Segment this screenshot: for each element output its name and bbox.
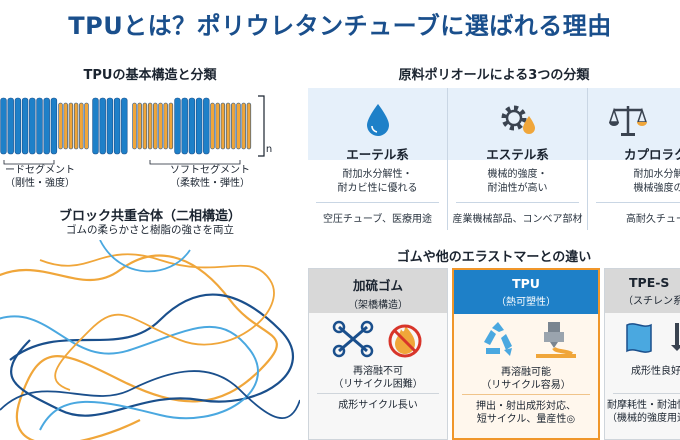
block-copolymer-subtitle: ゴムの柔らかさと樹脂の強さを両立 <box>66 224 234 236</box>
hard-segment-bar <box>195 97 203 155</box>
soft-segment-bar <box>225 102 231 150</box>
raw-col-ester: エステル系 機械的強度・耐油性が高い 産業機械部品、コンベア部材 <box>448 88 588 230</box>
hard-segment-bar <box>14 97 22 155</box>
soft-segment-bar <box>236 102 241 150</box>
raw-material-table: エーテル系 耐加水分解性・耐カビ性に優れる 空圧チューブ、医療用途 エステル系 … <box>308 88 680 230</box>
hard-segment-bar <box>99 97 106 155</box>
soft-segment-bar <box>215 102 220 150</box>
soft-segment-bar <box>158 102 163 150</box>
hard-segment-bar <box>29 97 36 155</box>
block-copolymer-heading: ブロック共重合体（二相構造） <box>58 209 241 224</box>
soft-segment-bar <box>168 102 174 150</box>
hard-segment-bar <box>203 97 210 155</box>
repeat-n-label: n <box>265 144 273 155</box>
page-title: TPUとは？ポリウレタンチューブに選ばれる理由 <box>68 12 612 40</box>
hard-segment-bar <box>92 97 99 155</box>
compare-col-tpes: TPE-S（スチレン系 成形性良好 耐摩耗性・耐油性は（機械的強度用途は <box>604 268 680 440</box>
soft-segment-bar <box>210 102 215 150</box>
gear-oil-icon <box>501 105 535 134</box>
hard-segment-bar <box>174 97 181 155</box>
soft-segment-bar <box>231 102 236 150</box>
soft-segment-bar <box>246 102 252 150</box>
soft-segment-bar <box>63 102 68 150</box>
soft-segment-bar <box>241 102 246 150</box>
hard-segment-bar <box>36 97 43 155</box>
hard-segment-label: ードセグメント（剛性・強度） <box>5 165 75 189</box>
soft-segment-bar <box>58 102 63 150</box>
sheet-material-icon <box>626 323 652 353</box>
structure-heading: TPUの基本構造と分類 <box>83 68 217 83</box>
hard-segment-bar <box>106 97 114 155</box>
hard-segment-bar <box>21 97 29 155</box>
segment-brace <box>3 160 55 165</box>
repeat-bracket <box>258 95 265 157</box>
hard-segment-bar <box>188 97 196 155</box>
segment-chain-diagram <box>0 95 265 165</box>
hard-segment-bar <box>0 97 7 155</box>
soft-segment-bar <box>142 102 148 150</box>
recycle-icon <box>484 322 512 356</box>
polymer-tangle-illustration <box>0 240 300 440</box>
compare-col-tpu: TPU（熱可塑性） 再溶融可能（リサイクル容易） 押出・射出成形対応、短サイクル… <box>452 268 600 440</box>
hard-segment-bar <box>43 97 50 155</box>
soft-segment-bar <box>79 102 84 150</box>
press-tool-icon <box>671 323 680 351</box>
soft-segment-bar <box>84 102 89 150</box>
raw-col-ether: エーテル系 耐加水分解性・耐カビ性に優れる 空圧チューブ、医療用途 <box>308 88 448 230</box>
comparison-table: 加硫ゴム（架橋構造） 再溶融不可（リサイクル困難） 成形サイクル長い TPU（熱… <box>308 268 680 440</box>
soft-segment-bar <box>137 102 142 150</box>
hard-segment-bar <box>121 97 128 155</box>
soft-segment-bar <box>73 102 79 150</box>
hard-segment-bar <box>50 97 58 155</box>
hard-segment-bar <box>7 97 14 155</box>
soft-segment-bar <box>163 102 168 150</box>
extrusion-machine-icon <box>536 322 576 358</box>
hard-segment-bar <box>181 97 188 155</box>
soft-segment-label: ソフトセグメント（柔軟性・弾性） <box>170 165 250 189</box>
compare-heading: ゴムや他のエラストマーとの違い <box>396 250 592 265</box>
soft-segment-bar <box>132 102 137 150</box>
balance-scale-icon <box>608 106 648 136</box>
raw-heading: 原料ポリオールによる3つの分類 <box>398 68 590 83</box>
soft-segment-bar <box>147 102 153 150</box>
no-melt-fire-icon <box>388 324 422 358</box>
hard-segment-bar <box>113 97 121 155</box>
soft-segment-bar <box>68 102 74 150</box>
water-drop-icon <box>366 104 389 136</box>
compare-col-vulcanized-rubber: 加硫ゴム（架橋構造） 再溶融不可（リサイクル困難） 成形サイクル長い <box>308 268 448 440</box>
soft-segment-bar <box>220 102 226 150</box>
raw-col-caprolactone: カプロラクト 耐加水分解・機械強度のバ 高耐久チューブ、 <box>588 88 680 230</box>
crosslink-molecule-icon <box>332 320 374 358</box>
soft-segment-bar <box>153 102 158 150</box>
segment-brace <box>149 160 241 165</box>
